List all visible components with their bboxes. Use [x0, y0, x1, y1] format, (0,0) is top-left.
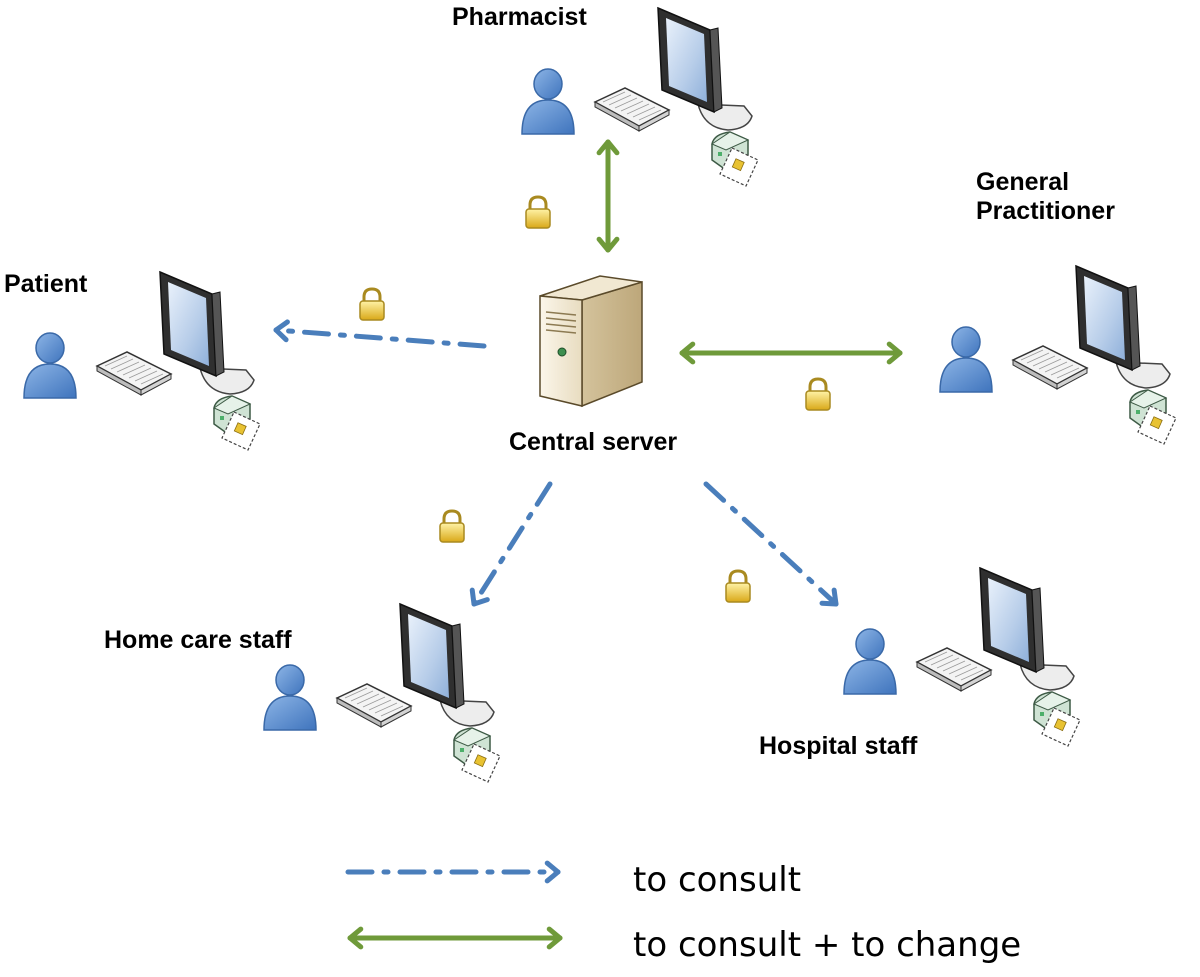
- arrow-server-to-home-care-staff-head: [469, 587, 490, 607]
- arrow-server-to-hospital-staff: [703, 481, 839, 607]
- general-practitioner-label: General Practitioner: [976, 168, 1115, 226]
- legend-consult-label: to consult: [633, 860, 802, 900]
- padlock-icon: [804, 377, 832, 412]
- legend-symbols: [345, 860, 563, 950]
- padlock-icon: [438, 509, 466, 544]
- pharmacist-workstation: [522, 8, 758, 186]
- arrow-server-to-home-care-staff: [471, 481, 553, 607]
- padlock-icon: [524, 195, 552, 230]
- connections-layer: [273, 139, 903, 607]
- hospital-staff-workstation: [844, 568, 1080, 746]
- pharmacist-label: Pharmacist: [452, 3, 587, 31]
- legend-change-label: to consult + to change: [633, 925, 1022, 965]
- padlock-icon: [358, 287, 386, 322]
- arrow-server-to-patient: [273, 327, 487, 349]
- padlock-icon: [724, 569, 752, 604]
- arrow-server-to-pharmacist-head: [596, 139, 620, 156]
- arrow-server-to-pharmacist-tail: [596, 236, 620, 253]
- legend-change-arrow-head: [546, 926, 563, 950]
- general-practitioner-label-line2: Practitioner: [976, 196, 1115, 225]
- legend-consult-arrow-head: [544, 860, 561, 884]
- central-server-label: Central server: [509, 428, 678, 456]
- home-care-staff-label: Home care staff: [104, 626, 292, 654]
- arrow-server-to-general-practitioner-tail: [679, 341, 696, 365]
- home-care-staff-workstation: [264, 604, 500, 782]
- patient-label: Patient: [4, 270, 88, 298]
- arrow-server-to-hospital-staff-head: [819, 587, 839, 607]
- arrow-server-to-general-practitioner-head: [886, 341, 903, 365]
- server-icon: [539, 275, 643, 408]
- legend-change-arrow-tail: [347, 926, 364, 950]
- arrow-server-to-patient-head: [273, 319, 290, 343]
- general-practitioner-workstation: [940, 266, 1176, 444]
- hospital-staff-label: Hospital staff: [759, 732, 918, 760]
- general-practitioner-label-line1: General: [976, 168, 1070, 196]
